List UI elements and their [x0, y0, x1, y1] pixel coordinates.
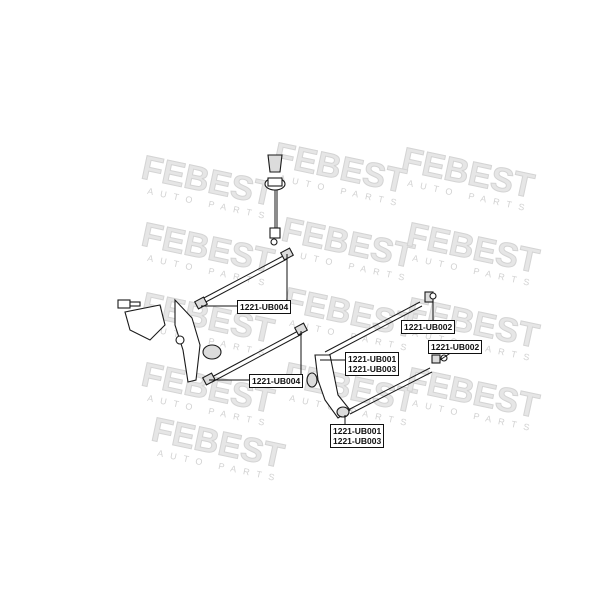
watermark: FEBEST AUTO PARTS [138, 215, 278, 289]
bracket-plate [124, 304, 166, 341]
bushing [306, 372, 318, 388]
lever-base [267, 177, 283, 187]
watermark: FEBEST AUTO PARTS [270, 135, 410, 209]
bell-crank [174, 298, 201, 383]
part-number: 1221-UB003 [333, 436, 382, 446]
joint-pin [429, 292, 437, 300]
rod-end-bushing [201, 372, 217, 386]
callout-ub002-upper: 1221-UB002 [401, 320, 456, 334]
rod-line [349, 371, 433, 415]
part-number: 1221-UB001 [348, 354, 397, 364]
rod-end-joint [431, 354, 441, 364]
shift-lever-assembly [264, 154, 286, 246]
rod-line [201, 258, 288, 305]
rod-line [326, 305, 423, 357]
bolt-shank [129, 301, 141, 307]
part-number: 1221-UB002 [404, 322, 453, 332]
part-number: 1221-UB004 [252, 376, 301, 386]
lever-pivot [270, 238, 278, 246]
part-number: 1221-UB004 [240, 302, 289, 312]
part-number: 1221-UB002 [431, 342, 480, 352]
callout-ub002-right: 1221-UB002 [428, 340, 483, 354]
pivot-nut [175, 335, 185, 345]
bolt-head [117, 299, 131, 309]
rod-line [199, 254, 286, 301]
watermark: FEBEST AUTO PARTS [403, 215, 543, 289]
rod-end-bushing [193, 296, 209, 310]
rod-line [324, 301, 421, 353]
rod-line [209, 329, 301, 379]
callout-ub001-ub003-mid: 1221-UB001 1221-UB003 [345, 352, 400, 376]
lower-linkage-rod [201, 322, 309, 386]
callout-ub001-ub003-bottom: 1221-UB001 1221-UB003 [330, 424, 385, 448]
callout-ub004-upper: 1221-UB004 [237, 300, 292, 314]
right-upper-rod [324, 291, 437, 357]
watermark: FEBEST AUTO PARTS [398, 140, 538, 214]
bushing [336, 406, 350, 418]
watermark: FEBEST AUTO PARTS [138, 148, 278, 222]
rod-line [347, 367, 431, 411]
part-number: 1221-UB003 [348, 364, 397, 374]
shift-knob [267, 154, 283, 173]
rod-end-bushing [293, 322, 309, 336]
lever-joint [269, 227, 281, 239]
bushing [202, 344, 222, 360]
callout-ub004-lower: 1221-UB004 [249, 374, 304, 388]
left-bracket-assembly [117, 298, 222, 383]
part-number: 1221-UB001 [333, 426, 382, 436]
rod-line [211, 333, 303, 383]
watermark: FEBEST AUTO PARTS [278, 210, 418, 284]
